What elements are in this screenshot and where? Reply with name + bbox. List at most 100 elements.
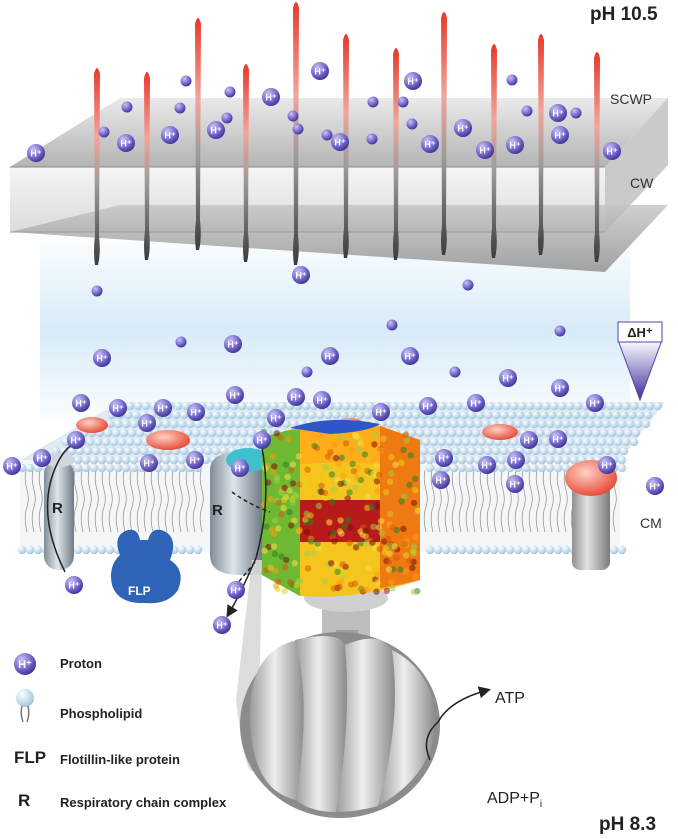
lipid-head: [627, 410, 637, 420]
lipid-head: [349, 401, 359, 411]
lipid-head: [119, 428, 129, 438]
lipid-head: [385, 419, 395, 429]
lipid-head: [593, 419, 603, 429]
proton: H⁺: [549, 104, 567, 122]
lipid-head: [97, 463, 107, 473]
lipid-tail: [535, 469, 540, 533]
rotor-texture: [260, 428, 422, 595]
lipid-head: [643, 410, 653, 420]
proton: [321, 129, 333, 141]
lipid-head: [563, 410, 573, 420]
lipid-head: [493, 401, 503, 411]
proton: H⁺: [227, 581, 245, 599]
proton: [292, 123, 304, 135]
lipid-head: [425, 463, 435, 473]
proton: [366, 133, 378, 145]
lipid-head: [201, 455, 211, 465]
proton: H⁺: [603, 142, 621, 160]
lipid-head: [473, 419, 483, 429]
lipid-head: [421, 437, 431, 447]
proton-label: H⁺: [112, 404, 123, 414]
lipid-head: [443, 410, 453, 420]
proton-label: H⁺: [229, 391, 240, 401]
lipid-head: [587, 446, 597, 456]
lipid-head: [463, 428, 473, 438]
lipid-head: [433, 545, 443, 555]
lipid-head: [613, 437, 623, 447]
legend-r-symbol: R: [18, 791, 31, 810]
proton: H⁺: [27, 144, 45, 162]
lipid-head: [609, 545, 619, 555]
proton: H⁺: [506, 136, 524, 154]
lipid-head: [363, 410, 373, 420]
lipid-head: [579, 410, 589, 420]
lipid-head: [89, 455, 99, 465]
lipid-head: [529, 419, 539, 429]
proton: H⁺: [109, 399, 127, 417]
lipid-head: [507, 410, 517, 420]
lipid-head: [91, 446, 101, 456]
lipid-tail: [542, 469, 547, 533]
proton-label: H⁺: [523, 436, 534, 446]
lipid-head: [465, 419, 475, 429]
lipid-head: [425, 545, 435, 555]
lipid-tail: [171, 469, 176, 533]
lipid-head: [121, 455, 131, 465]
lipid-head: [465, 455, 475, 465]
lipid-head: [553, 455, 563, 465]
lipid-head: [117, 437, 127, 447]
lipid-head: [531, 446, 541, 456]
lipid-head: [457, 419, 467, 429]
proton-label: H⁺: [314, 67, 325, 77]
lipid-head: [179, 410, 189, 420]
lipid-head: [603, 446, 613, 456]
lipid-head: [451, 446, 461, 456]
lipid-head: [633, 419, 643, 429]
lipid-tail: [549, 469, 554, 533]
lipid-head: [201, 419, 211, 429]
lipid-head: [579, 446, 589, 456]
lipid-head: [171, 410, 181, 420]
lipid-tail: [493, 469, 498, 533]
lipid-head: [211, 410, 221, 420]
lipid-head: [189, 437, 199, 447]
lipid-head: [595, 446, 605, 456]
proton: H⁺: [287, 388, 305, 406]
proton-label: H⁺: [316, 396, 327, 406]
lipid-head: [423, 428, 433, 438]
lipid-tail: [122, 469, 127, 533]
lipid-tail: [94, 469, 99, 533]
lipid-head: [617, 455, 627, 465]
lipid-head: [139, 446, 149, 456]
lipid-head: [485, 401, 495, 411]
lipid-head: [237, 437, 247, 447]
lipid-head: [113, 455, 123, 465]
lipid-head: [445, 437, 455, 447]
proton: [91, 285, 103, 297]
lipid-head: [621, 437, 631, 447]
proton-label: H⁺: [230, 586, 241, 596]
lipid-head: [541, 437, 551, 447]
proton: H⁺: [72, 394, 90, 412]
lipid-tail: [150, 469, 155, 533]
lipid-head: [291, 410, 301, 420]
proton: H⁺: [231, 459, 249, 477]
proton: H⁺: [586, 394, 604, 412]
lipid-head: [259, 410, 269, 420]
lipid-head: [445, 401, 455, 411]
lipid-head: [85, 437, 95, 447]
lipid-head: [451, 410, 461, 420]
lipid-head: [225, 419, 235, 429]
protons: H⁺H⁺H⁺H⁺H⁺H⁺H⁺H⁺H⁺H⁺H⁺H⁺H⁺H⁺H⁺H⁺H⁺H⁺H⁺H⁺…: [3, 62, 664, 634]
lipid-head: [283, 410, 293, 420]
lipid-head: [617, 545, 627, 555]
lipid-head: [553, 545, 563, 555]
scwp-fiber: [594, 52, 600, 262]
proton-label: H⁺: [70, 436, 81, 446]
lipid-tail: [143, 469, 148, 533]
lipid-head: [481, 545, 491, 555]
proton-label: H⁺: [422, 402, 433, 412]
proton: H⁺: [140, 454, 158, 472]
lipid-head: [621, 401, 631, 411]
lipid-head: [355, 410, 365, 420]
